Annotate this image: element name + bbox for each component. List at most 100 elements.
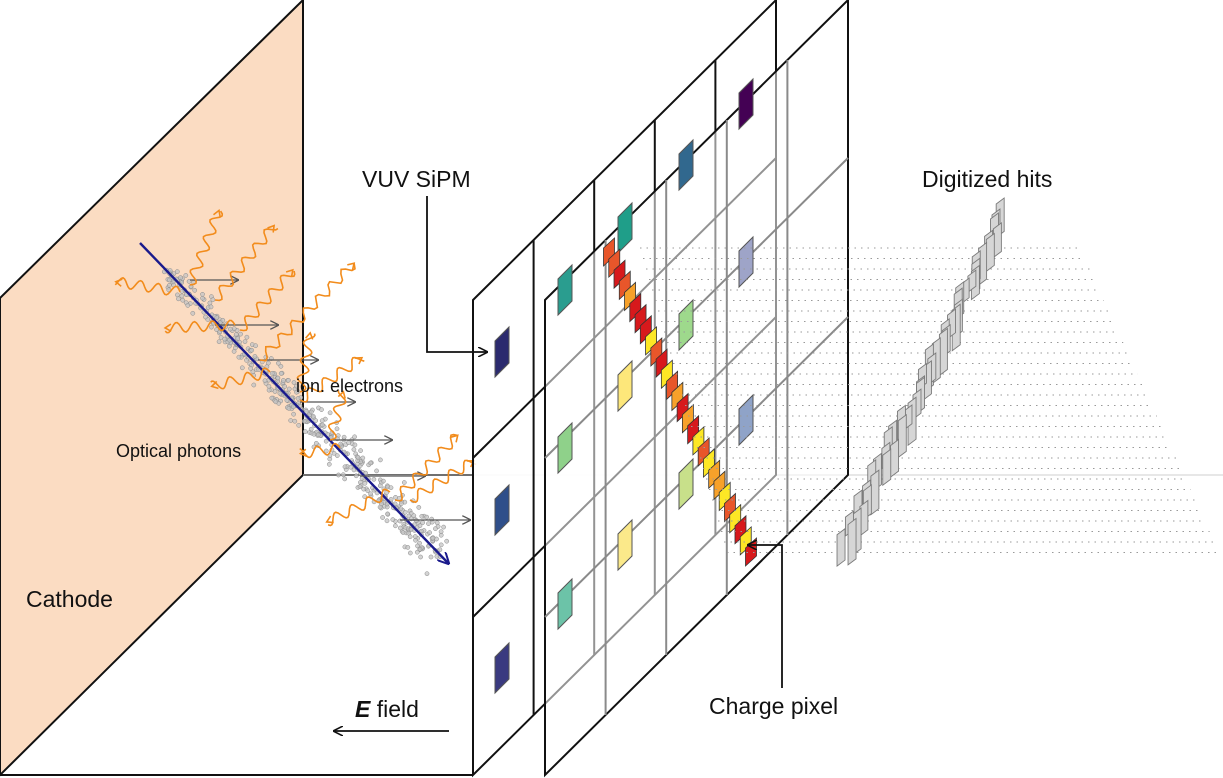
electron-dot <box>166 277 172 283</box>
electron-dot <box>323 448 329 454</box>
electron-dot <box>326 461 332 467</box>
electron-dot <box>227 337 232 343</box>
electron-dot <box>426 521 431 526</box>
electron-dot <box>175 292 180 298</box>
electron-dot <box>320 422 325 428</box>
electron-dot <box>249 347 255 353</box>
electron-dot <box>286 406 292 411</box>
electron-dot <box>418 554 423 560</box>
electron-dot <box>200 291 205 297</box>
electron-dot <box>236 354 242 360</box>
electron-dot <box>179 293 185 299</box>
electron-dot <box>227 326 233 332</box>
electron-dot <box>304 409 309 414</box>
electron-dot <box>407 534 413 540</box>
electron-dot <box>400 530 406 535</box>
electron-dot <box>401 480 407 485</box>
electron-dot <box>412 534 418 539</box>
electron-dot <box>368 491 373 497</box>
vuv-sipm-label: VUV SiPM <box>362 166 471 192</box>
electron-dot <box>398 506 404 512</box>
digitized-dot-rows <box>640 247 1220 553</box>
electron-dot <box>388 496 394 502</box>
electron-dot <box>262 378 268 384</box>
electron-dot <box>380 515 385 520</box>
digitized-hit <box>836 527 846 567</box>
electron-dot <box>355 454 361 460</box>
electron-dot <box>331 450 337 456</box>
electron-dot <box>427 530 432 535</box>
electron-dot <box>433 526 438 532</box>
electron-dot <box>411 513 417 518</box>
digitized-hits <box>836 197 1005 567</box>
electron-dot <box>342 476 348 482</box>
electron-dot <box>417 546 423 552</box>
electron-dot <box>174 269 180 274</box>
electron-dot <box>269 370 275 376</box>
sipm-sensor <box>494 483 510 537</box>
electron-dot <box>384 501 390 507</box>
electron-dot <box>231 326 237 331</box>
electron-dot <box>208 304 214 310</box>
electron-dot <box>200 295 205 301</box>
sipm-sensor <box>738 77 754 131</box>
electron-dot <box>357 484 363 490</box>
photon-icon <box>299 356 365 403</box>
electron-dot <box>323 438 329 444</box>
photon-icon <box>239 270 296 332</box>
electron-dot <box>390 517 396 522</box>
electron-dot <box>342 464 348 470</box>
electron-dot <box>235 336 240 341</box>
electron-dot <box>210 297 216 303</box>
electron-dot <box>336 472 341 478</box>
electron-dot <box>288 418 294 423</box>
electron-dot <box>363 470 368 476</box>
sipm-sensor <box>678 138 694 192</box>
electron-dot <box>291 411 296 417</box>
ion-electrons-label: ion. electrons <box>296 376 403 396</box>
charge-pixel-track <box>603 237 757 567</box>
electron-dot <box>242 339 248 344</box>
electron-dot <box>402 509 408 515</box>
electron-dot <box>296 422 302 428</box>
sipm-sensor <box>557 577 573 631</box>
photon-icon <box>164 319 236 334</box>
photon-icon <box>299 442 341 459</box>
electron-dot <box>408 527 414 532</box>
electron-dot <box>358 448 363 453</box>
electron-dot <box>239 365 245 371</box>
electron-dot <box>417 523 423 529</box>
electron-dot <box>269 395 275 401</box>
electron-dot <box>365 488 371 494</box>
photon-icon <box>214 227 279 302</box>
electron-dot <box>244 334 250 340</box>
electron-dot <box>180 297 186 303</box>
electron-dot <box>282 384 288 389</box>
electron-dot <box>275 375 281 381</box>
electron-dot <box>266 387 272 393</box>
electron-dot <box>419 513 425 519</box>
electron-dot <box>444 538 450 544</box>
e-field-label: E field <box>355 696 419 722</box>
electron-dot <box>291 380 297 385</box>
electron-dot <box>352 442 358 448</box>
electron-dot <box>276 360 281 366</box>
electron-dot <box>393 494 398 500</box>
electron-dot <box>278 371 284 376</box>
sipm-sensor <box>557 421 573 475</box>
photon-icon <box>327 488 391 527</box>
electron-dot <box>377 504 383 510</box>
electron-dot <box>438 542 444 548</box>
photon-icon <box>114 276 181 296</box>
electron-dot <box>407 550 413 556</box>
electron-dot <box>214 327 219 332</box>
electron-dot <box>209 324 214 330</box>
optical-photons-label: Optical photons <box>116 441 241 461</box>
electron-dot <box>294 383 299 389</box>
electron-dot <box>327 410 333 416</box>
electron-dot <box>313 418 319 423</box>
electron-dot <box>311 431 317 437</box>
electron-dot <box>244 357 249 363</box>
electron-dot <box>301 418 307 424</box>
